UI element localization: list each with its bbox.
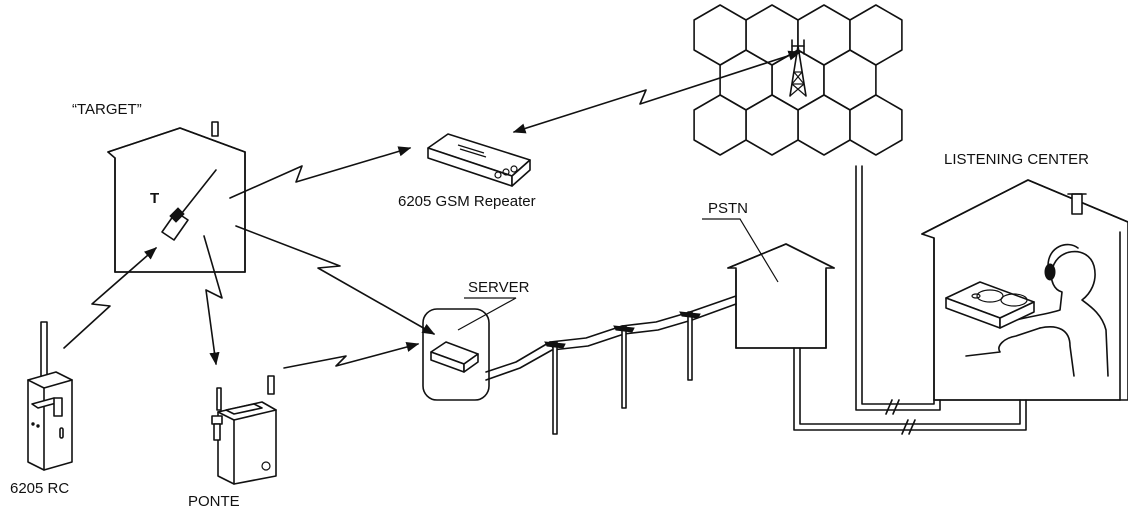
link-ponte-to-server: [283, 342, 420, 369]
pstn-leader-line: [702, 218, 779, 283]
cell-hexagon: [849, 4, 903, 66]
listening-center-house: [921, 179, 1128, 401]
telephone-pole: [544, 341, 566, 435]
rc-label: 6205 RC: [10, 480, 69, 497]
server-label: SERVER: [468, 279, 530, 296]
link-repeater-to-cell: [512, 50, 802, 134]
pstn-building: [727, 243, 835, 349]
server-device: [422, 308, 490, 401]
remote-control-device: [27, 321, 73, 471]
target-label: “TARGET”: [72, 101, 142, 118]
link-target-to-ponte: [203, 235, 223, 366]
pstn-to-center-cable: [793, 347, 1027, 435]
cell-to-center-cable: [855, 165, 941, 415]
telephone-pole: [613, 325, 635, 409]
link-rc-to-target: [63, 247, 157, 349]
target-device-label: T: [150, 190, 159, 207]
link-target-to-server: [235, 225, 436, 335]
cellular-network: [693, 4, 903, 156]
telephone-line: [485, 295, 737, 381]
telephone-pole: [679, 311, 701, 381]
target-house: [107, 121, 246, 273]
operator-with-headset-icon: [965, 243, 1109, 377]
ponte-device: [211, 375, 277, 485]
bug-transmitter-icon: [161, 169, 217, 241]
gsm-repeater-label: 6205 GSM Repeater: [398, 193, 536, 210]
link-target-to-repeater: [229, 146, 412, 199]
recorder-console-icon: [945, 281, 1035, 329]
pstn-label: PSTN: [708, 200, 748, 217]
gsm-repeater-device: [427, 133, 531, 187]
ponte-label: PONTE: [188, 493, 240, 508]
server-leader-line: [457, 297, 517, 331]
cell-hexagon: [849, 94, 903, 156]
listening-center-label: LISTENING CENTER: [944, 151, 1089, 168]
